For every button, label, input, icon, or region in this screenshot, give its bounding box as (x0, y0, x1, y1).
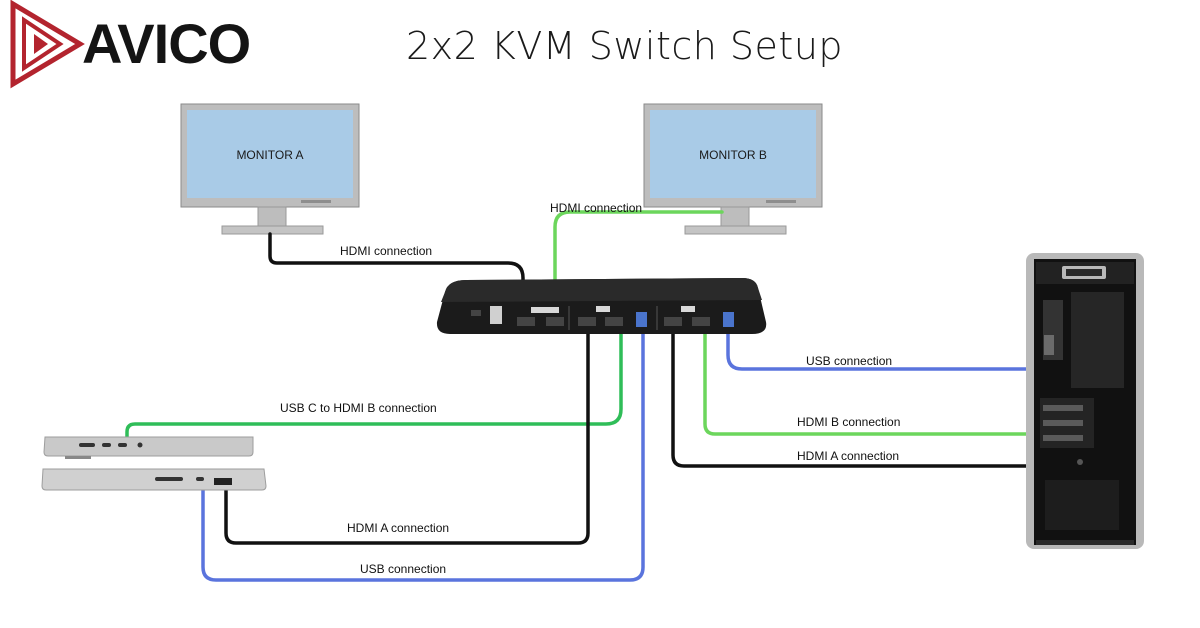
cable-pc-hdmi-a (671, 328, 1057, 468)
label-usb-c-hdmi-b: USB C to HDMI B connection (280, 401, 437, 415)
monitor-b (643, 103, 823, 235)
kvm-switch (436, 278, 767, 334)
monitor-a (180, 103, 360, 235)
monitor-a-label: MONITOR A (236, 148, 304, 162)
label-laptop-hdmi-a: HDMI A connection (347, 521, 450, 535)
label-monitor-b-hdmi: HDMI connection (550, 201, 643, 215)
monitor-b-label: MONITOR B (699, 148, 767, 162)
page-title: 2x2 KVM Switch Setup (406, 24, 844, 68)
laptop (41, 436, 267, 491)
label-laptop-usb: USB connection (360, 562, 447, 576)
label-pc-hdmi-a: HDMI A connection (797, 449, 900, 463)
cable-monitor-b-hdmi (553, 210, 724, 320)
cable-usb-c-hdmi-b (125, 318, 623, 442)
cable-laptop-hdmi-a (224, 323, 590, 545)
avico-logo-icon (10, 0, 85, 89)
cable-laptop-usb (201, 318, 645, 582)
cable-monitor-a-hdmi (268, 232, 525, 307)
tower-pc (1026, 253, 1144, 549)
label-pc-hdmi-b: HDMI B connection (797, 415, 901, 429)
label-monitor-a-hdmi: HDMI connection (340, 244, 433, 258)
brand-name: AVICO (82, 12, 251, 75)
label-pc-usb: USB connection (806, 354, 893, 368)
